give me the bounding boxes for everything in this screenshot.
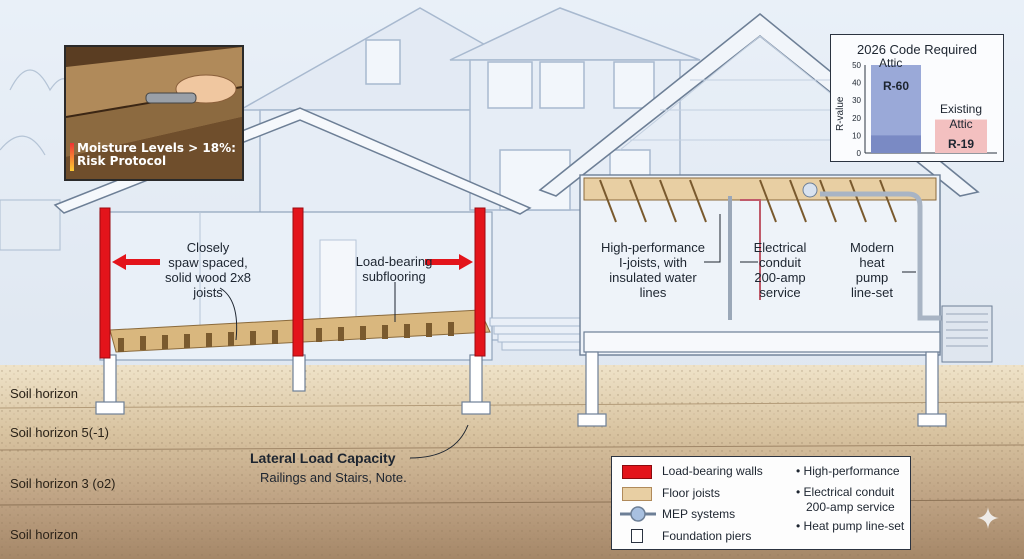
moisture-caption-line2: Risk Protocol bbox=[77, 154, 167, 168]
joists-label: Closely spaw spaced, solid wood 2x8 jois… bbox=[148, 240, 268, 300]
background-trees bbox=[0, 69, 84, 251]
leader-lines bbox=[219, 214, 916, 459]
moisture-caption: Moisture Levels > 18%: Risk Protocol bbox=[77, 142, 236, 168]
y-tick-label: 10 bbox=[852, 131, 861, 140]
ijoists-label-line1: High-performance bbox=[600, 240, 706, 255]
joist-ends bbox=[118, 322, 454, 352]
right-section-house bbox=[538, 12, 993, 427]
pipe-connector-icon bbox=[620, 506, 656, 522]
bar-top-label-1-0: Existing bbox=[940, 102, 982, 116]
heatpump-label-line2: heat bbox=[859, 255, 885, 270]
joists-label-line1: Closely bbox=[186, 240, 230, 255]
right-piers bbox=[577, 351, 947, 427]
subflooring-label-line1: Load-bearing bbox=[355, 254, 433, 269]
pier-square-icon bbox=[631, 529, 643, 543]
moisture-caption-line1: Moisture Levels > 18%: bbox=[77, 141, 236, 155]
heatpump-label: Modern heat pump line-set bbox=[840, 240, 904, 300]
line-set bbox=[820, 191, 945, 321]
y-tick-label: 50 bbox=[852, 61, 861, 70]
chart-title: 2026 Code Required bbox=[857, 42, 977, 57]
water-line bbox=[740, 199, 761, 300]
conduit-label: Electrical conduit 200-amp service bbox=[742, 240, 818, 300]
rvalue-chart-svg: 2026 Code Required R-value 50 40 30 20 10 0 R… bbox=[835, 42, 997, 158]
conduit-label-line2: conduit bbox=[759, 255, 801, 270]
moisture-gradient-icon bbox=[70, 143, 74, 171]
y-axis-label: R-value bbox=[835, 96, 846, 131]
sparkle-icon bbox=[977, 507, 999, 529]
legend-right-4: • Heat pump line-set bbox=[796, 519, 905, 533]
lateral-arrows bbox=[112, 254, 473, 270]
ijoists-label-line2: I-joists, with bbox=[619, 255, 687, 270]
legend-label-piers: Foundation piers bbox=[662, 529, 752, 543]
legend-label-walls: Load-bearing walls bbox=[662, 464, 763, 478]
rvalue-chart: 2026 Code Required R-value 50 40 30 20 10 0 R… bbox=[830, 34, 1004, 162]
heat-pump-unit bbox=[941, 305, 993, 363]
left-section-house bbox=[53, 107, 593, 415]
legend-swatch-walls bbox=[622, 465, 652, 479]
stairs bbox=[489, 317, 593, 351]
y-tick-label: 20 bbox=[852, 114, 861, 123]
bar-value-label-0: R-60 bbox=[883, 79, 909, 93]
soil-horizon-2: Soil horizon 5(-1) bbox=[10, 425, 109, 440]
moisture-meter-illustration bbox=[66, 47, 242, 179]
bar-1 bbox=[935, 119, 987, 153]
legend-right-1: • High-performance bbox=[796, 464, 900, 478]
heatpump-label-line3: pump bbox=[855, 270, 889, 285]
legend-label-joists: Floor joists bbox=[662, 486, 721, 500]
conduit-label-line1: Electrical bbox=[753, 240, 807, 255]
ijoists-label: High-performance I-joists, with insulate… bbox=[588, 240, 718, 300]
conduit-label-line4: service bbox=[759, 285, 801, 300]
heatpump-label-line4: line-set bbox=[851, 285, 893, 300]
y-tick-label: 40 bbox=[852, 79, 861, 88]
legend-label-mep: MEP systems bbox=[662, 507, 736, 521]
bar-top-label-1-1: Attic bbox=[949, 117, 972, 131]
heatpump-label-line1: Modern bbox=[849, 240, 895, 255]
lateral-load-subtitle: Railings and Stairs, Note. bbox=[260, 470, 407, 485]
legend-swatch-joists bbox=[622, 487, 652, 501]
bar-top-label-0: Attic bbox=[879, 56, 902, 70]
subflooring-label: Load-bearing subflooring bbox=[344, 254, 444, 284]
y-tick-label: 0 bbox=[857, 149, 862, 158]
y-tick-label: 30 bbox=[852, 96, 861, 105]
soil-horizon-1: Soil horizon bbox=[10, 386, 78, 401]
legend: Load-bearing walls Floor joists MEP syst… bbox=[611, 456, 911, 550]
ijoists-label-line3: insulated water bbox=[609, 270, 697, 285]
joists-label-line4: joists bbox=[193, 285, 223, 300]
legend-right-3: 200-amp service bbox=[806, 500, 895, 514]
joists-label-line2: spaw spaced, bbox=[168, 255, 248, 270]
bar-value-label-1: R-19 bbox=[948, 137, 974, 151]
conduit-label-line3: 200-amp bbox=[754, 270, 806, 285]
load-bearing-walls bbox=[99, 207, 486, 359]
joists-label-line3: solid wood 2x8 bbox=[165, 270, 251, 285]
ijoists-label-line4: lines bbox=[639, 285, 667, 300]
soil-horizon-3: Soil horizon 3 (o2) bbox=[10, 476, 116, 491]
legend-right-2: • Electrical conduit bbox=[796, 485, 895, 499]
bar-0-accent bbox=[871, 135, 921, 153]
soil-horizon-4: Soil horizon bbox=[10, 527, 78, 542]
subflooring-label-line2: subflooring bbox=[362, 269, 426, 284]
moisture-inset-photo: Moisture Levels > 18%: Risk Protocol bbox=[64, 45, 244, 181]
lateral-load-title: Lateral Load Capacity bbox=[250, 450, 396, 466]
y-ticks: 50 40 30 20 10 0 bbox=[852, 61, 861, 158]
